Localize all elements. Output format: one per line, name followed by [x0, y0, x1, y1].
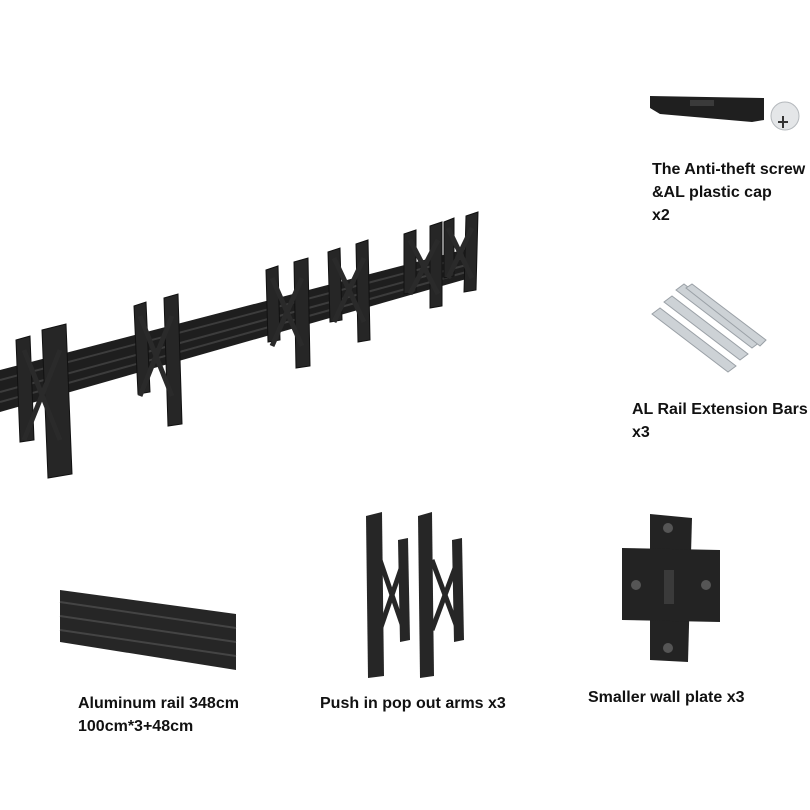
arms-caption-line1: Push in pop out arms x3: [320, 695, 506, 712]
anti-theft-caption: The Anti-theft screw &AL plastic cap x2: [652, 158, 805, 227]
anti-theft-caption-line1: The Anti-theft screw: [652, 161, 806, 178]
wall-plate-caption: Smaller wall plate x3: [588, 686, 745, 709]
anti-theft-caption-line3: x2: [652, 207, 670, 224]
rail-caption: Aluminum rail 348cm 100cm*3+48cm: [78, 692, 239, 738]
arms-caption: Push in pop out arms x3: [320, 692, 506, 715]
rail-caption-line1: Aluminum rail 348cm: [78, 695, 239, 712]
wall-plate-caption-line1: Smaller wall plate x3: [588, 689, 745, 706]
anti-theft-caption-line2: &AL plastic cap: [652, 184, 772, 201]
rail-caption-line2: 100cm*3+48cm: [78, 718, 194, 735]
extension-bars-caption: AL Rail Extension Bars x3: [632, 398, 808, 444]
extension-bars-caption-line1: AL Rail Extension Bars: [632, 401, 808, 418]
extension-bars-caption-line2: x3: [632, 424, 650, 441]
